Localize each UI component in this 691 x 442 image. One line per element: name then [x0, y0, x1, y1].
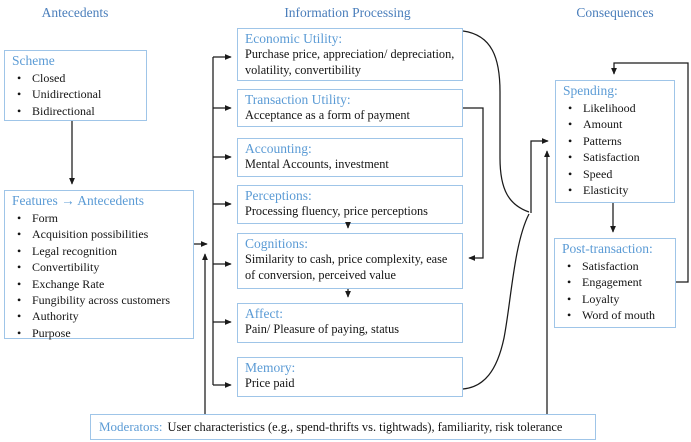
- list-item: Patterns: [556, 133, 674, 150]
- spending-box: Spending: LikelihoodAmountPatternsSatisf…: [555, 80, 675, 203]
- list-item: Acquisition possibilities: [5, 226, 193, 243]
- list-item: Convertibility: [5, 259, 193, 276]
- list-item: Form: [5, 210, 193, 227]
- column-header-information-processing: Information Processing: [284, 5, 411, 20]
- list-item: Fungibility across customers: [5, 292, 193, 309]
- memory-desc: Price paid: [245, 376, 295, 390]
- scheme-title: Scheme: [12, 53, 55, 68]
- transaction-utility-box: Transaction Utility: Acceptance as a for…: [237, 89, 463, 127]
- perceptions-title: Perceptions:: [245, 188, 312, 203]
- economic-utility-title: Economic Utility:: [245, 31, 343, 46]
- list-item: Unidirectional: [5, 86, 146, 103]
- list-item: Legal recognition: [5, 243, 193, 260]
- list-item: Speed: [556, 166, 674, 183]
- perceptions-box: Perceptions: Processing fluency, price p…: [237, 185, 463, 224]
- memory-title: Memory:: [245, 360, 296, 375]
- economic-utility-box: Economic Utility: Purchase price, apprec…: [237, 28, 463, 81]
- features-title: Features → Antecedents: [12, 193, 144, 208]
- affect-title: Affect:: [245, 306, 283, 321]
- list-item: Loyalty: [555, 291, 675, 308]
- cognitions-title: Cognitions:: [245, 236, 309, 251]
- connector-economic-utility-to-junction: [462, 30, 530, 213]
- spending-list: LikelihoodAmountPatternsSatisfactionSpee…: [556, 100, 674, 199]
- cognitions-box: Cognitions: Similarity to cash, price co…: [237, 233, 463, 289]
- connector-memory-to-junction: [462, 213, 530, 390]
- features-list: FormAcquisition possibilitiesLegal recog…: [5, 210, 193, 342]
- accounting-desc: Mental Accounts, investment: [245, 157, 389, 171]
- moderators-box: Moderators: User characteristics (e.g., s…: [90, 414, 596, 440]
- memory-box: Memory: Price paid: [237, 357, 463, 397]
- post-transaction-list: SatisfactionEngagementLoyaltyWord of mou…: [555, 258, 675, 324]
- list-item: Closed: [5, 70, 146, 87]
- list-item: Authority: [5, 308, 193, 325]
- connector-junction-to-spending: [530, 138, 549, 213]
- list-item: Engagement: [555, 274, 675, 291]
- transaction-utility-title: Transaction Utility:: [245, 92, 351, 107]
- moderators-text: User characteristics (e.g., spend-thrift…: [167, 420, 563, 434]
- transaction-utility-desc: Acceptance as a form of payment: [245, 108, 410, 122]
- column-header-antecedents: Antecedents: [41, 5, 109, 20]
- economic-utility-desc: Purchase price, appreciation/ depreciati…: [245, 47, 455, 77]
- spending-title: Spending:: [563, 83, 618, 98]
- moderators-label: Moderators:: [99, 419, 163, 434]
- list-item: Elasticity: [556, 182, 674, 199]
- connector-transaction-utility-to-cognitions: [463, 107, 484, 261]
- affect-desc: Pain/ Pleasure of paying, status: [245, 322, 400, 336]
- accounting-title: Accounting:: [245, 141, 312, 156]
- affect-box: Affect: Pain/ Pleasure of paying, status: [237, 303, 463, 343]
- list-item: Bidirectional: [5, 103, 146, 120]
- column-header-consequences: Consequences: [576, 5, 654, 20]
- list-item: Amount: [556, 116, 674, 133]
- list-item: Satisfaction: [556, 149, 674, 166]
- list-item: Exchange Rate: [5, 276, 193, 293]
- features-box: Features → Antecedents FormAcquisition p…: [4, 190, 194, 342]
- accounting-box: Accounting: Mental Accounts, investment: [237, 138, 463, 177]
- scheme-box: Scheme ClosedUnidirectionalBidirectional: [4, 50, 147, 121]
- list-item: Satisfaction: [555, 258, 675, 275]
- perceptions-desc: Processing fluency, price perceptions: [245, 204, 428, 218]
- post-transaction-box: Post-transaction: SatisfactionEngagement…: [554, 238, 676, 328]
- scheme-list: ClosedUnidirectionalBidirectional: [5, 70, 146, 120]
- cognitions-desc: Similarity to cash, price complexity, ea…: [245, 252, 448, 282]
- list-item: Likelihood: [556, 100, 674, 117]
- list-item: Purpose: [5, 325, 193, 342]
- post-transaction-title: Post-transaction:: [562, 241, 653, 256]
- list-item: Word of mouth: [555, 307, 675, 324]
